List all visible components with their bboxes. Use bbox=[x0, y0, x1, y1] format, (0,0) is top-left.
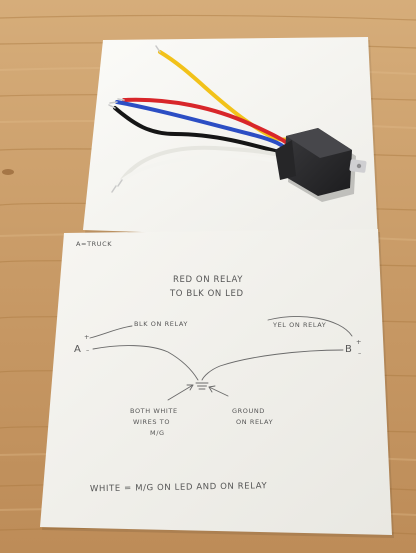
yel-relay-label: YEL ON RELAY bbox=[272, 321, 326, 329]
b-minus: – bbox=[358, 349, 362, 357]
white-wire-1 bbox=[120, 145, 292, 182]
white-wires-label-2: WIRES TO bbox=[133, 418, 170, 426]
ground-label-1: GROUND bbox=[232, 407, 265, 415]
pencil-wiring-lines bbox=[89, 316, 353, 401]
footer-note: WHITE = M/G ON LED AND ON RELAY bbox=[90, 481, 268, 494]
wiring-diagram-sheet: A=TRUCK RED ON RELAY TO BLK ON LED A + –… bbox=[40, 229, 394, 538]
a-terminal: A bbox=[74, 344, 81, 355]
red-wire bbox=[122, 97, 294, 148]
title-line-2: TO BLK ON LED bbox=[169, 289, 244, 299]
black-wire bbox=[113, 106, 292, 157]
white-wires-label-3: M/G bbox=[150, 429, 165, 437]
a-minus: – bbox=[86, 346, 90, 354]
a-plus: + bbox=[84, 333, 90, 341]
b-plus: + bbox=[356, 338, 362, 346]
title-line-1: RED ON RELAY bbox=[173, 275, 243, 285]
ground-label-2: ON RELAY bbox=[236, 418, 273, 426]
corner-label: A=TRUCK bbox=[76, 240, 112, 248]
automotive-relay bbox=[275, 128, 367, 202]
b-terminal: B bbox=[345, 344, 352, 355]
white-wires-label-1: BOTH WHITE bbox=[130, 407, 178, 415]
white-wire-2 bbox=[114, 154, 292, 188]
blk-relay-label: BLK ON RELAY bbox=[134, 320, 188, 328]
